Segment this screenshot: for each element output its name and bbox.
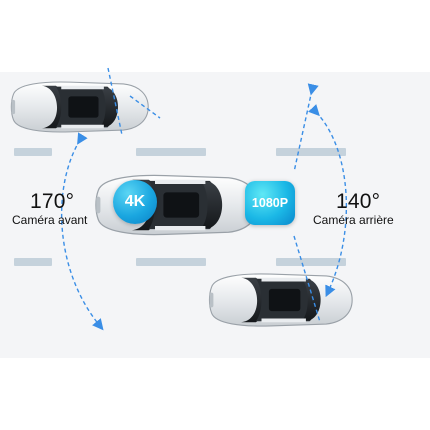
front-angle-label: 170° (30, 190, 75, 213)
rear-resolution-badge: 1080P (245, 181, 295, 225)
view-line (293, 235, 321, 323)
front-camera-label: Caméra avant (12, 213, 88, 227)
front-resolution-badge: 4K (113, 180, 157, 224)
car-top-view (10, 81, 149, 133)
rear-angle-label: 140° (336, 190, 381, 213)
arc-arrow-front (60, 132, 104, 331)
lane-marking (136, 148, 206, 156)
lane-marking (14, 148, 52, 156)
lane-marking (14, 258, 52, 266)
lane-marking (136, 258, 206, 266)
car-top-view (208, 273, 353, 327)
view-line (129, 95, 161, 119)
rear-camera-label: Caméra arrière (313, 213, 394, 227)
view-line (293, 83, 319, 173)
view-line (107, 67, 123, 136)
